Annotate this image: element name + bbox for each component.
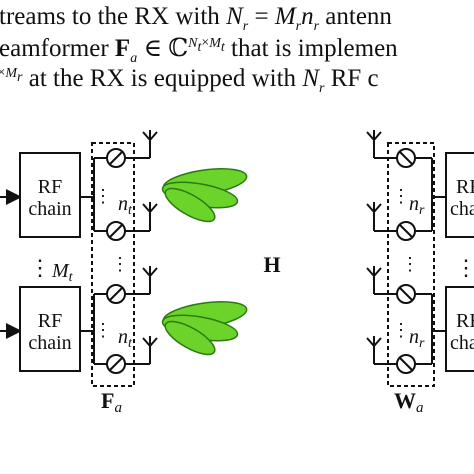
- rx-phase-shifters: [374, 148, 433, 374]
- tx-shifter-dots-1: ⋮: [94, 186, 112, 206]
- text-line-1: treams to the RX with Nr = Mrnr antenn: [0, 3, 392, 34]
- beam-1: [161, 168, 248, 223]
- tx-streams-dots: ⋮: [29, 255, 51, 280]
- rx-rf-chain-box-1: [445, 152, 474, 238]
- math-Nr-2: Nr: [302, 65, 325, 96]
- tx-shifter-dots-2: ⋮: [111, 254, 129, 274]
- tx-antennas-label-2: nt: [118, 326, 133, 351]
- tx-rf-label-1: RF: [38, 176, 62, 198]
- rx-shifter-dots-3: ⋮: [392, 320, 410, 340]
- text-line-1-b: antenn: [319, 3, 392, 30]
- text-line-2-b: that is implemen: [224, 35, 398, 62]
- text-line-2-a: eamformer: [0, 35, 115, 62]
- math-Fa: F: [114, 35, 131, 62]
- text-line-1-a: treams to the RX with: [0, 3, 227, 30]
- text-line-3-a: at the RX is equipped with: [22, 65, 303, 92]
- tx-antennas: [142, 130, 158, 364]
- rx-analog-combiner-box: [387, 142, 435, 387]
- tx-analog-precoder-box: [91, 142, 135, 387]
- text-line-3: r×Mr at the RX is equipped with Nr RF c: [0, 65, 379, 96]
- rx-shifter-dots-1: ⋮: [392, 186, 410, 206]
- rx-chain-label-1: chain: [450, 198, 474, 220]
- tx-shifter-dots-3: ⋮: [94, 320, 112, 340]
- rx-rf-label-1: RF: [456, 176, 474, 198]
- tx-precoder-label: Fa: [101, 388, 122, 416]
- tx-phase-shifters: [94, 148, 150, 374]
- rx-antennas-label-1: nr: [409, 193, 425, 218]
- rx-shifter-dots-2: ⋮: [401, 254, 419, 274]
- rx-antennas: [366, 130, 382, 364]
- beam-2: [161, 301, 248, 356]
- tx-antennas-label-1: nt: [118, 193, 133, 218]
- rx-combiner-label: Wa: [394, 388, 424, 416]
- channel-label: H: [263, 252, 280, 277]
- tx-streams-label: Mt: [51, 260, 74, 285]
- text-line-3-b: RF c: [324, 65, 379, 92]
- text-line-2: eamformer Fa ∈ ℂNt×Mt that is implemen: [0, 35, 398, 66]
- rx-chain-label-2: chain: [450, 332, 474, 354]
- tx-rf-chain-box-2: [19, 286, 81, 372]
- rx-rf-chain-box-2: [445, 286, 474, 372]
- tx-rf-chain-box-1: [19, 152, 81, 238]
- rx-rf-dots: ⋮: [455, 255, 474, 280]
- math-Nr: Nr: [226, 3, 249, 34]
- math-Mr-nr: Mrnr: [274, 3, 320, 34]
- tx-chain-label-2: chain: [28, 332, 71, 354]
- tx-rf-label-2: RF: [38, 310, 62, 332]
- rx-rf-label-2: RF: [456, 310, 474, 332]
- rx-antennas-label-2: nr: [409, 326, 425, 351]
- tx-chain-label-1: chain: [28, 198, 71, 220]
